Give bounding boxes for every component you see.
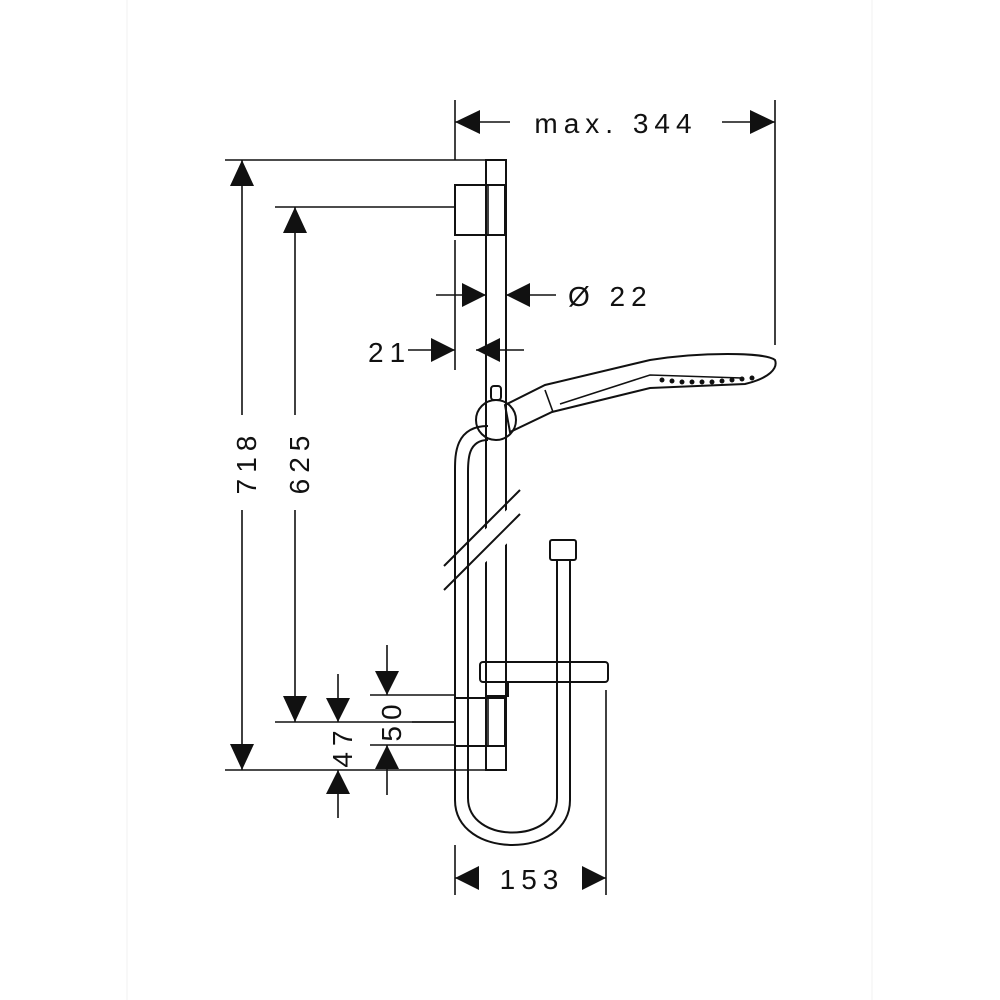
dimension-label-lower-offset: 47 bbox=[327, 724, 358, 767]
spray-nozzles bbox=[659, 375, 755, 385]
shower-rail bbox=[440, 159, 521, 771]
bottom-wall-bracket bbox=[454, 697, 506, 747]
dimension-label-diameter: Ø 22 bbox=[568, 281, 653, 312]
dimension-offset-50: 50 bbox=[370, 645, 455, 795]
page-frame bbox=[126, 0, 873, 1000]
dimension-label-mount-spacing: 625 bbox=[284, 430, 315, 495]
dimension-label-offset: 21 bbox=[368, 337, 411, 368]
top-wall-bracket bbox=[454, 184, 506, 236]
soap-shelf bbox=[479, 661, 609, 697]
dimension-label-total-height: 718 bbox=[231, 430, 262, 495]
dimension-diameter-22: Ø 22 bbox=[436, 281, 653, 312]
dimension-label-max-width: max. 344 bbox=[534, 108, 697, 139]
shower-hose bbox=[454, 425, 577, 846]
dimension-width-153: 153 bbox=[454, 690, 607, 895]
dimension-offset-21: 21 bbox=[368, 240, 524, 370]
dimension-total-718: 718 bbox=[225, 159, 486, 771]
dimension-label-shelf-offset: 50 bbox=[376, 698, 407, 741]
dimension-label-hose-width: 153 bbox=[500, 864, 565, 895]
dimension-max-344: max. 344 bbox=[454, 100, 776, 345]
dimension-offset-47: 47 bbox=[326, 674, 358, 818]
dimension-spacing-625: 625 bbox=[275, 206, 455, 723]
hand-shower bbox=[475, 353, 777, 441]
